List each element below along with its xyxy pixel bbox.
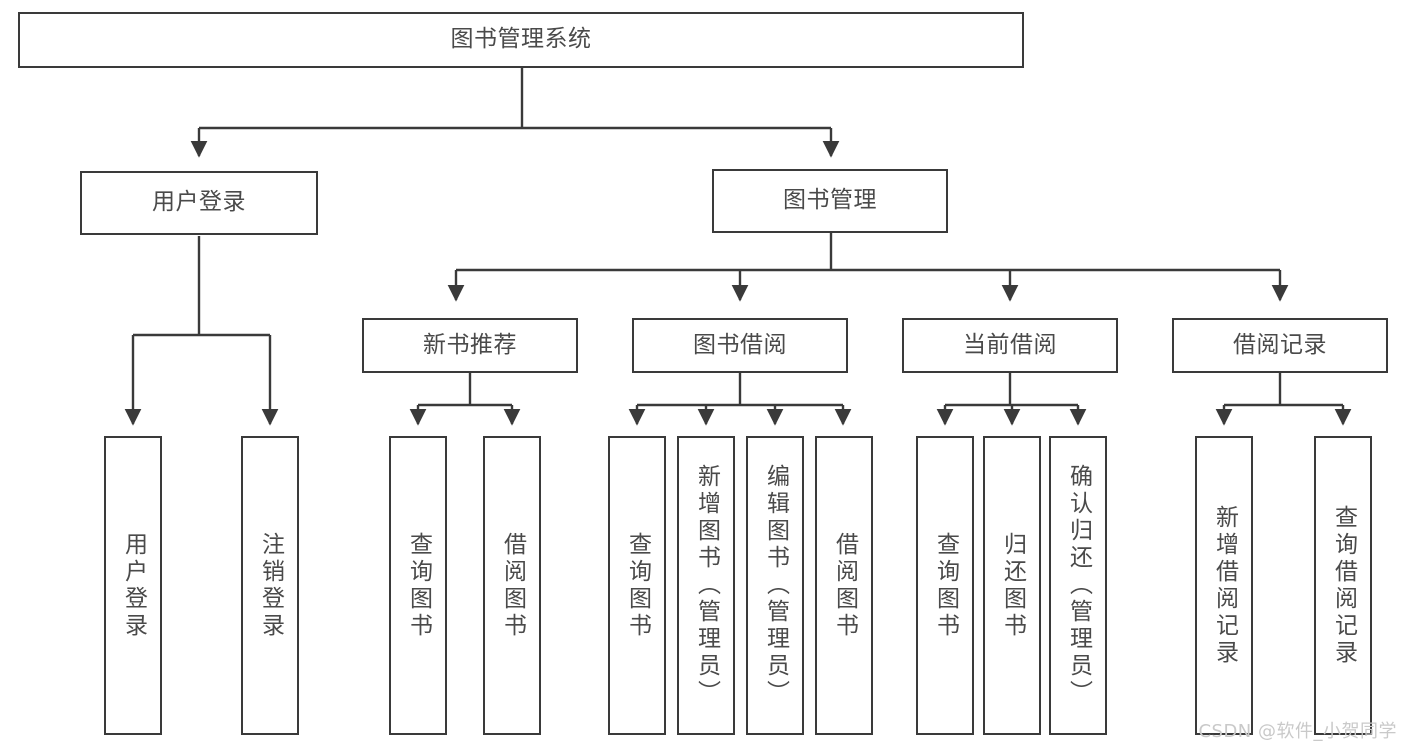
leaf-user-login-login[interactable]: 用户登录 [104, 436, 162, 735]
node-label: 用户登录 [120, 531, 147, 640]
node-label: 归还图书 [999, 531, 1026, 640]
leaf-book-borrow-borrow-book[interactable]: 借阅图书 [815, 436, 873, 735]
node-label: 查询图书 [624, 531, 651, 640]
leaf-book-borrow-query-book[interactable]: 查询图书 [608, 436, 666, 735]
leaf-user-login-logout[interactable]: 注销登录 [241, 436, 299, 735]
leaf-new-book-borrow-book[interactable]: 借阅图书 [483, 436, 541, 735]
node-label: 新书推荐 [423, 331, 517, 358]
node-label: 图书管理 [783, 187, 877, 214]
node-label: 借阅图书 [499, 531, 526, 640]
node-label: 图书借阅 [693, 331, 787, 358]
node-label: 编辑图书（管理员） [762, 464, 789, 707]
node-label: 注销登录 [257, 531, 284, 640]
node-label: 确认归还（管理员） [1065, 464, 1092, 707]
node-label: 图书管理系统 [450, 26, 592, 53]
leaf-new-book-query-book[interactable]: 查询图书 [389, 436, 447, 735]
node-label: 查询图书 [405, 531, 432, 640]
node-root-system[interactable]: 图书管理系统 [18, 12, 1024, 68]
node-label: 新增借阅记录 [1211, 504, 1238, 667]
node-current-borrow[interactable]: 当前借阅 [902, 318, 1118, 373]
node-label: 用户登录 [152, 189, 246, 216]
node-book-management[interactable]: 图书管理 [712, 169, 948, 233]
leaf-borrow-record-add-record[interactable]: 新增借阅记录 [1195, 436, 1253, 735]
node-label: 借阅记录 [1233, 331, 1327, 358]
leaf-borrow-record-query-record[interactable]: 查询借阅记录 [1314, 436, 1372, 735]
leaf-current-borrow-query-book[interactable]: 查询图书 [916, 436, 974, 735]
node-label: 新增图书（管理员） [693, 464, 720, 707]
watermark-text: CSDN @软件_小贺同学 [1198, 721, 1397, 742]
node-user-login[interactable]: 用户登录 [80, 171, 318, 235]
node-new-book-recommend[interactable]: 新书推荐 [362, 318, 578, 373]
node-label: 查询图书 [932, 531, 959, 640]
node-borrow-record[interactable]: 借阅记录 [1172, 318, 1388, 373]
node-book-borrow[interactable]: 图书借阅 [632, 318, 848, 373]
leaf-current-borrow-confirm-return-admin[interactable]: 确认归还（管理员） [1049, 436, 1107, 735]
node-label: 借阅图书 [831, 531, 858, 640]
leaf-current-borrow-return-book[interactable]: 归还图书 [983, 436, 1041, 735]
leaf-book-borrow-add-book-admin[interactable]: 新增图书（管理员） [677, 436, 735, 735]
leaf-book-borrow-edit-book-admin[interactable]: 编辑图书（管理员） [746, 436, 804, 735]
node-label: 查询借阅记录 [1330, 504, 1357, 667]
node-label: 当前借阅 [963, 331, 1057, 358]
